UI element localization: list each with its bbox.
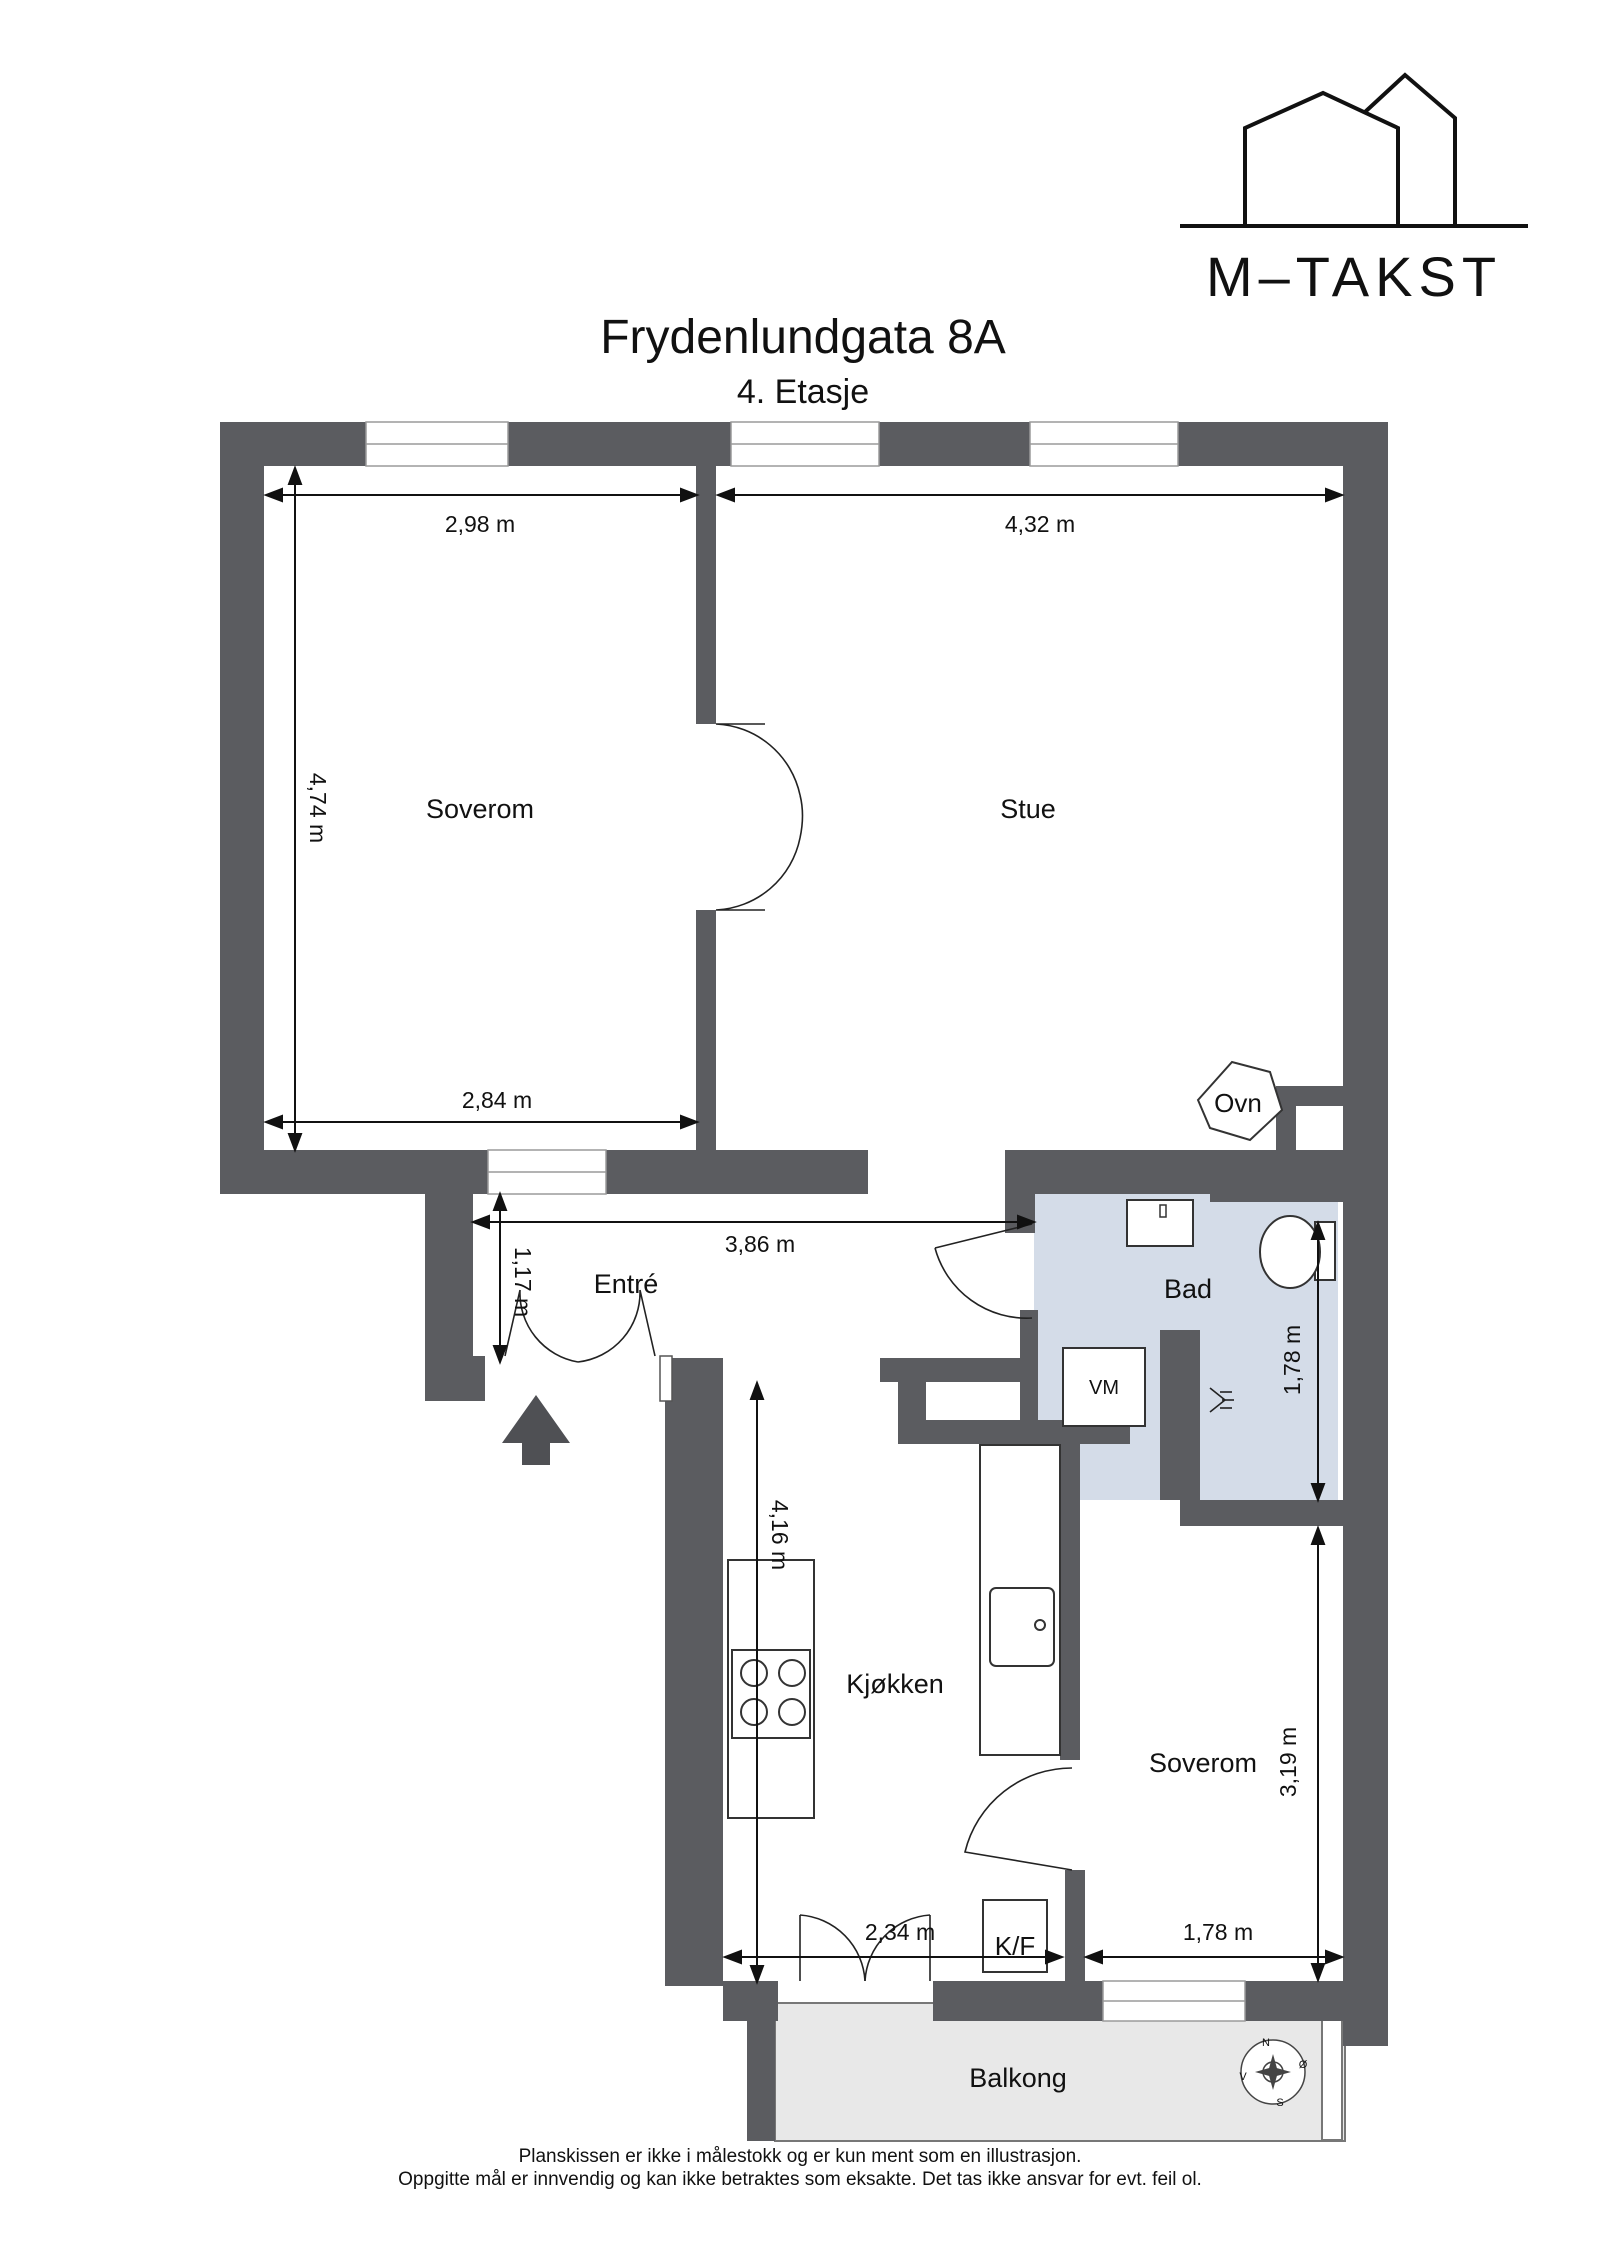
- page-title: Frydenlundgata 8A: [600, 311, 1006, 364]
- fridge: [982, 1899, 1048, 1973]
- dim-soverom-top-width: 2,98 m: [445, 511, 515, 537]
- dim-soverom2-height: 3,19 m: [1275, 1727, 1301, 1797]
- dim-entre-height: 1,17 m: [510, 1247, 536, 1317]
- fixtures: K/F VM Ovn: [727, 1060, 1336, 1973]
- disclaimer-line-1: Planskissen er ikke i målestokk og er ku…: [519, 2146, 1082, 2167]
- room-label-entre: Entré: [594, 1269, 659, 1299]
- compass-west: V: [1239, 2071, 1247, 2083]
- dim-soverom2-width: 1,78 m: [1183, 1919, 1253, 1945]
- dim-kjokken-width: 2,34 m: [865, 1919, 935, 1945]
- compass-north: N: [1262, 2037, 1270, 2049]
- m-takst-logo: M–TAKST: [1180, 72, 1528, 308]
- doors: [502, 723, 1073, 1982]
- bathroom-sink: [1126, 1199, 1194, 1247]
- compass-east: Ø: [1299, 2059, 1308, 2071]
- house-icon: [1180, 72, 1528, 228]
- compass-icon: N S Ø V: [1239, 2037, 1307, 2109]
- room-label-balkong: Balkong: [969, 2063, 1067, 2093]
- shower-drain-icon: [1209, 1387, 1234, 1413]
- dim-bad-height: 1,78 m: [1279, 1325, 1305, 1395]
- windows: [365, 421, 1246, 2022]
- disclaimer-line-2: Oppgitte mål er innvendig og kan ikke be…: [398, 2169, 1202, 2190]
- floor-subtitle: 4. Etasje: [737, 373, 869, 411]
- room-label-soverom-2: Soverom: [1149, 1748, 1257, 1778]
- toilet: [1259, 1215, 1336, 1289]
- room-label-bad: Bad: [1164, 1274, 1212, 1304]
- compass-south: S: [1276, 2097, 1283, 2109]
- room-label-soverom-1: Soverom: [426, 794, 534, 824]
- dim-stue-width: 4,32 m: [1005, 511, 1075, 537]
- dimension-lines: [263, 465, 1345, 1985]
- dim-soverom-height: 4,74 m: [305, 773, 331, 843]
- room-label-kjokken: Kjøkken: [846, 1669, 944, 1699]
- stove: Ovn: [1196, 1060, 1284, 1142]
- dim-soverom-bottom-width: 2,84 m: [462, 1087, 532, 1113]
- stove-label: Ovn: [1214, 1088, 1262, 1118]
- entrance-arrow-icon: [502, 1395, 570, 1465]
- washing-machine-label: VM: [1089, 1377, 1119, 1399]
- dim-entre-width: 3,86 m: [725, 1231, 795, 1257]
- room-labels: Soverom Stue Entré Bad Kjøkken Soverom B…: [426, 794, 1257, 2093]
- room-label-stue: Stue: [1000, 794, 1056, 824]
- dimension-labels: 2,98 m 4,32 m 4,74 m 2,84 m 3,86 m 1,17 …: [305, 511, 1305, 1945]
- brand-name: M–TAKST: [1206, 245, 1502, 308]
- dim-kjokken-height: 4,16 m: [767, 1500, 793, 1570]
- washing-machine: [1062, 1347, 1146, 1427]
